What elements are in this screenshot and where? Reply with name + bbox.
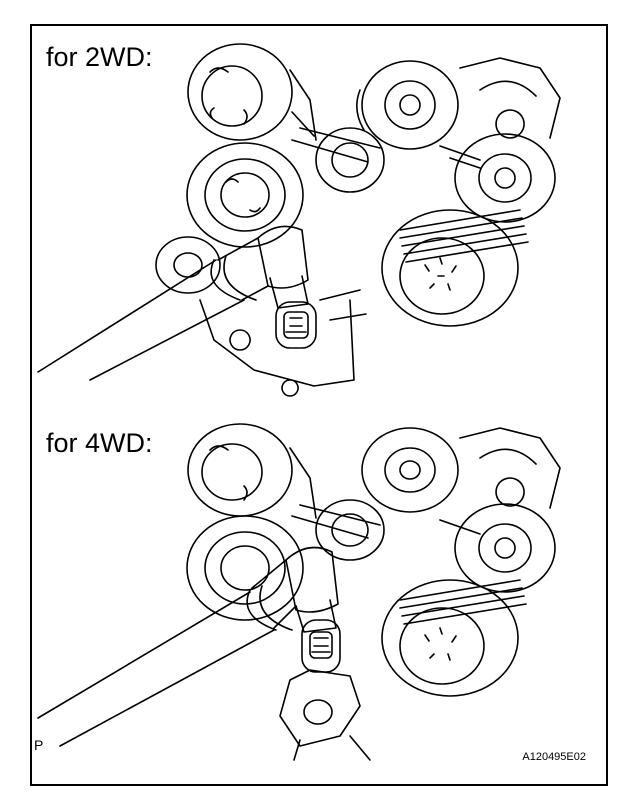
engine-4wd [37, 423, 561, 761]
water-pump-pulley [381, 209, 529, 327]
figure-code: A120495E02 [522, 751, 586, 763]
water-pump-pulley [381, 579, 527, 697]
crank-pulley-left [186, 515, 304, 621]
idler-pulley-top-left [187, 423, 317, 519]
engine-2wd [37, 43, 561, 397]
tensioner-pulley [315, 499, 385, 561]
drive-belt [291, 127, 481, 169]
bracket-top-right [459, 427, 561, 509]
idler-pulley-top-center [356, 60, 459, 150]
idler-pulley-top-left [187, 43, 317, 141]
wrench-handle-2wd [37, 237, 269, 381]
wrench-head-2wd [257, 225, 309, 309]
tensioner-bolt [275, 301, 317, 349]
tensioner-pulley [315, 127, 385, 193]
drive-belt [291, 504, 481, 539]
idler-pulley-top-center [361, 427, 459, 513]
figure-label-2wd: for 2WD: [42, 42, 157, 73]
crank-pulley-left [186, 142, 304, 248]
marker-label: P [34, 737, 44, 753]
wrench-head-4wd [285, 546, 339, 633]
bracket-top-right [459, 57, 561, 139]
alternator-pulley [454, 133, 556, 223]
figure-label-4wd: for 4WD: [42, 428, 157, 459]
tensioner-bolt [301, 619, 341, 673]
bracket-pulley-left [155, 236, 367, 397]
alternator-pulley [454, 503, 556, 593]
figure-frame [30, 24, 608, 786]
wrench-handle-4wd [37, 559, 297, 747]
lower-bracket [279, 669, 371, 761]
